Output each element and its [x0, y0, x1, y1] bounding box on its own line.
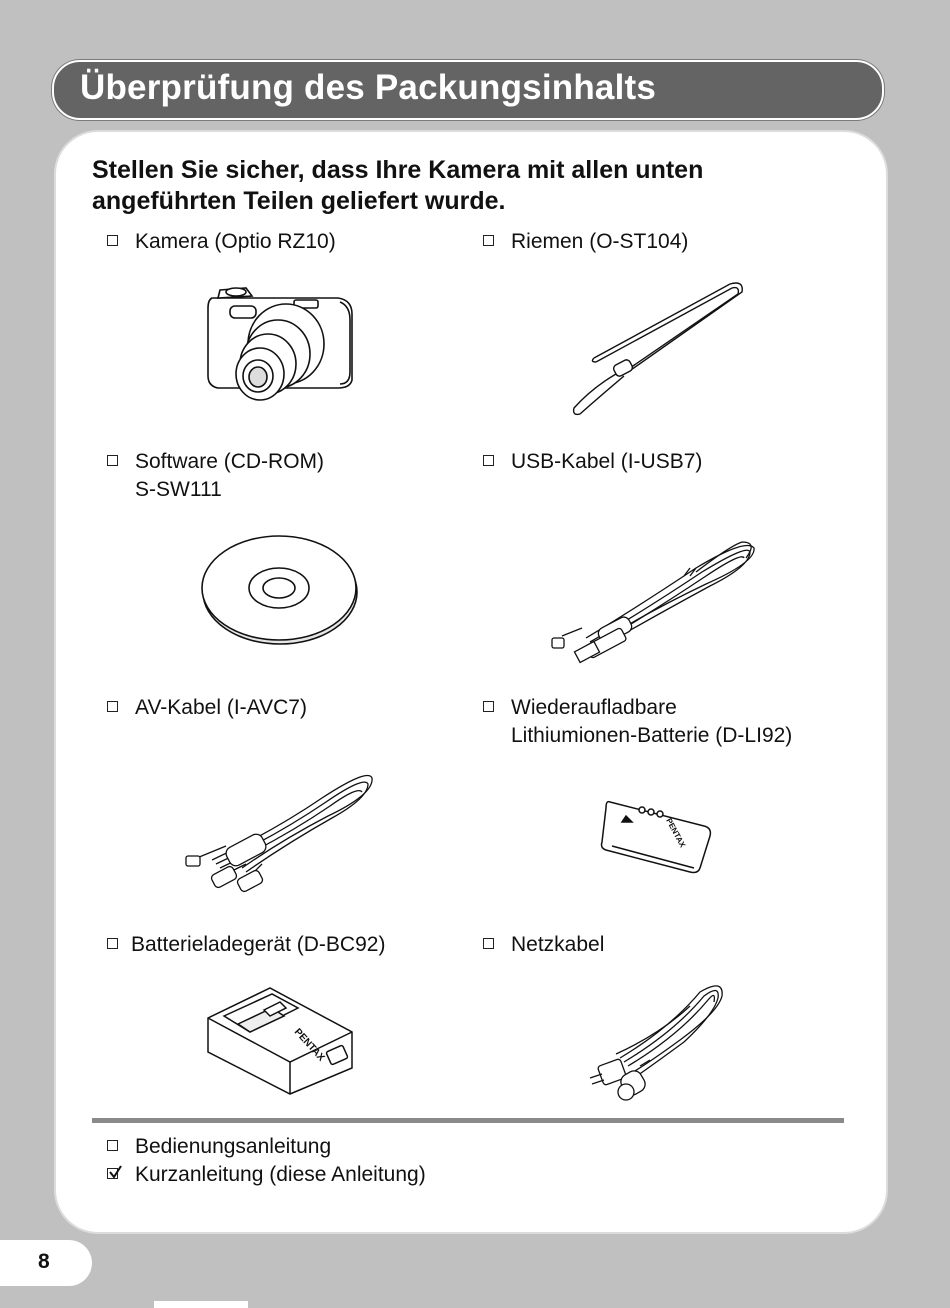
item-label: Kamera (Optio RZ10): [135, 230, 336, 253]
item-label: Bedienungsanleitung: [135, 1135, 332, 1158]
checkbox: [483, 235, 494, 246]
item-label: USB-Kabel (I-USB7): [511, 450, 703, 473]
separator: [92, 1118, 844, 1123]
item-label-line2: S-SW111: [135, 478, 222, 501]
intro-text: Stellen Sie sicher, dass Ihre Kamera mit…: [92, 156, 704, 215]
checkbox: [107, 938, 118, 949]
checkbox: [483, 938, 494, 949]
checkbox: [107, 235, 118, 246]
cd-rom-icon: [201, 535, 358, 645]
page-title: Überprüfung des Packungsinhalts: [80, 68, 657, 107]
bottom-marker: [154, 1301, 248, 1308]
camera-icon: [207, 287, 353, 401]
section-title-bar: Überprüfung des Packungsinhalts: [52, 60, 884, 120]
page-number: 8: [38, 1250, 50, 1273]
item-label: Software (CD-ROM): [135, 450, 325, 473]
item-label-line2: Lithiumionen-Batterie (D-LI92): [511, 724, 793, 747]
checkbox: [107, 455, 118, 466]
item-label: Kurzanleitung (diese Anleitung): [135, 1163, 426, 1186]
item-label: AV-Kabel (I-AVC7): [135, 696, 307, 719]
checkbox: [107, 701, 118, 712]
item-label: Riemen (O-ST104): [511, 230, 689, 253]
power-cord-icon: [589, 985, 723, 1101]
av-cable-icon: [185, 774, 373, 893]
item-label: Netzkabel: [511, 933, 605, 956]
page-number-tab: 8: [0, 1240, 92, 1286]
checkbox: [483, 455, 494, 466]
charger-icon: PENTAX: [207, 987, 353, 1095]
battery-icon: PENTAX: [600, 800, 712, 874]
checkbox: [483, 701, 494, 712]
item-label: Wiederaufladbare: [511, 696, 677, 719]
content-panel: [54, 130, 888, 1234]
strap-icon: [572, 282, 743, 416]
checkbox-checked: [107, 1168, 118, 1179]
item-label: Batterieladegerät (D-BC92): [131, 933, 386, 956]
usb-cable-icon: [551, 541, 755, 664]
checkmark-icon: [109, 1165, 122, 1179]
checkbox: [107, 1140, 118, 1151]
